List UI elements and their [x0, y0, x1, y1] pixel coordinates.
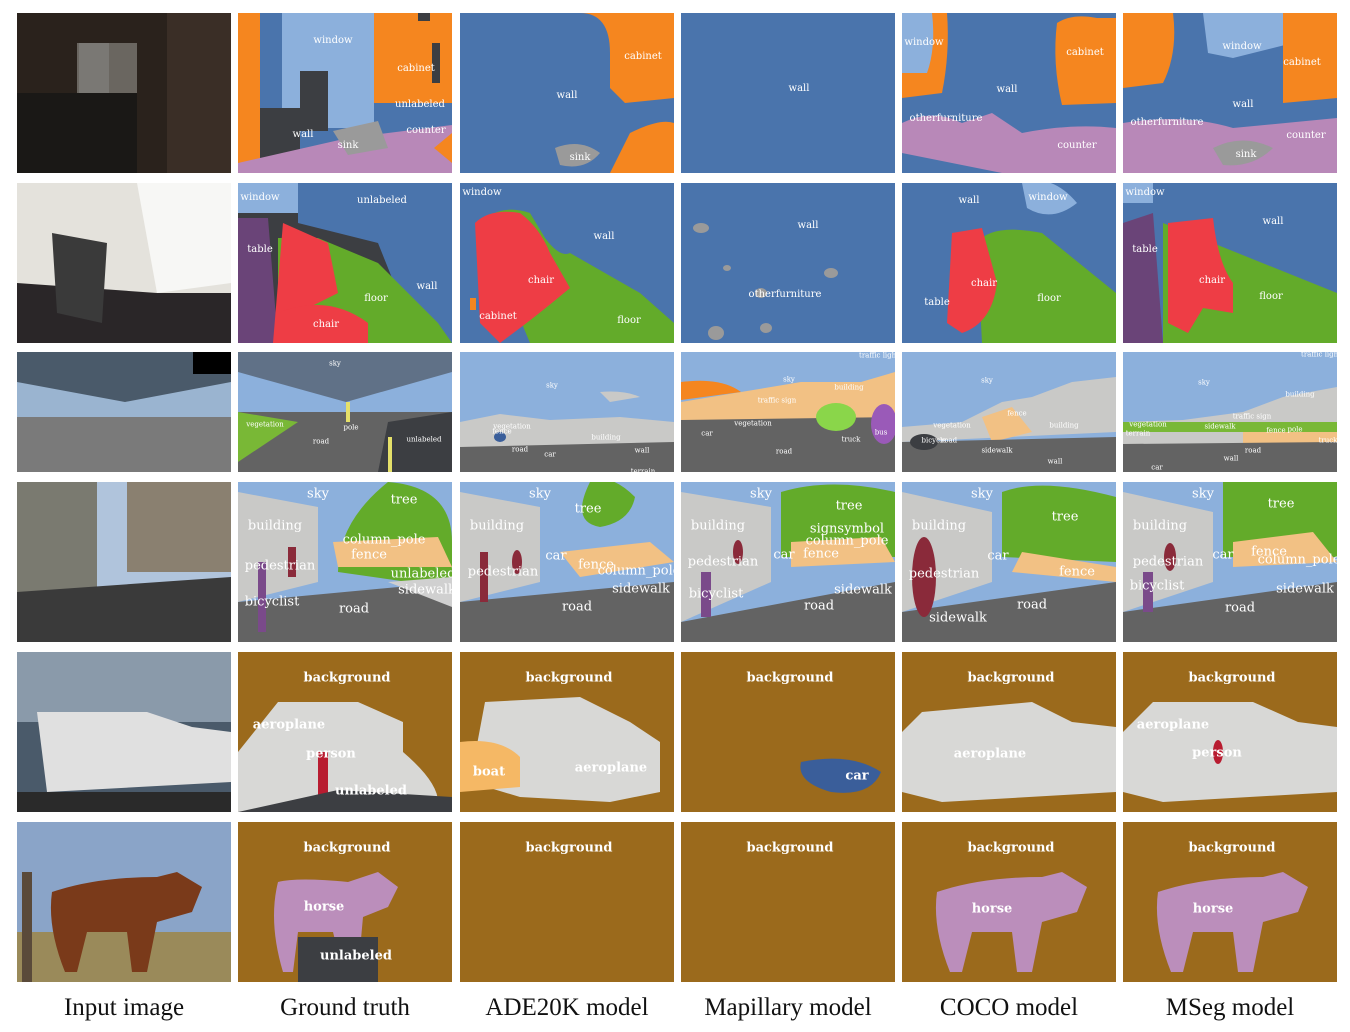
segmentation-mask — [238, 183, 452, 343]
segmentation-mask — [681, 652, 895, 812]
segmentation-mask — [238, 822, 452, 982]
input-image-row-3 — [17, 352, 231, 472]
photo — [17, 482, 231, 642]
segmentation-mask — [1123, 13, 1337, 173]
caption-input-image: Input image — [63, 994, 185, 1021]
input-image-row-6 — [17, 822, 231, 982]
segmentation-mask — [1123, 183, 1337, 343]
segmentation-mask — [902, 652, 1116, 812]
photo — [17, 352, 231, 472]
segmentation-mask — [1123, 352, 1337, 472]
input-image-row-4 — [17, 482, 231, 642]
segmentation-mask — [1123, 822, 1337, 982]
segmentation-mask — [460, 482, 674, 642]
segmentation-mask — [681, 183, 895, 343]
segmentation-mask — [238, 652, 452, 812]
segmentation-tile-row-1-mapillary: wall — [681, 13, 895, 173]
segmentation-mask — [238, 482, 452, 642]
input-image-row-5 — [17, 652, 231, 812]
segmentation-mask — [1123, 652, 1337, 812]
caption-mseg-model: MSeg model — [1165, 994, 1295, 1021]
segmentation-mask — [681, 13, 895, 173]
segmentation-tile-row-6-ade20k: background — [460, 822, 674, 982]
photo — [17, 822, 231, 982]
segmentation-mask — [460, 652, 674, 812]
caption-mapillary-model: Mapillary model — [704, 994, 872, 1021]
input-image-row-2 — [17, 183, 231, 343]
segmentation-mask — [902, 13, 1116, 173]
segmentation-mask — [902, 352, 1116, 472]
segmentation-mask — [460, 183, 674, 343]
photo — [17, 13, 231, 173]
caption-ground-truth: Ground truth — [280, 994, 410, 1021]
photo — [17, 183, 231, 343]
caption-coco-model: COCO model — [939, 994, 1079, 1021]
segmentation-mask — [902, 822, 1116, 982]
segmentation-mask — [238, 352, 452, 472]
input-image-row-1 — [17, 13, 231, 173]
segmentation-mask — [238, 13, 452, 173]
segmentation-mask — [460, 13, 674, 173]
photo — [17, 652, 231, 812]
segmentation-mask — [902, 183, 1116, 343]
segmentation-mask — [681, 352, 895, 472]
segmentation-mask — [681, 822, 895, 982]
segmentation-mask — [460, 352, 674, 472]
segmentation-mask — [681, 482, 895, 642]
segmentation-mask — [460, 822, 674, 982]
segmentation-tile-row-6-mapillary: background — [681, 822, 895, 982]
segmentation-mask — [1123, 482, 1337, 642]
segmentation-mask — [902, 482, 1116, 642]
caption-ade20k-model: ADE20K model — [485, 994, 649, 1021]
